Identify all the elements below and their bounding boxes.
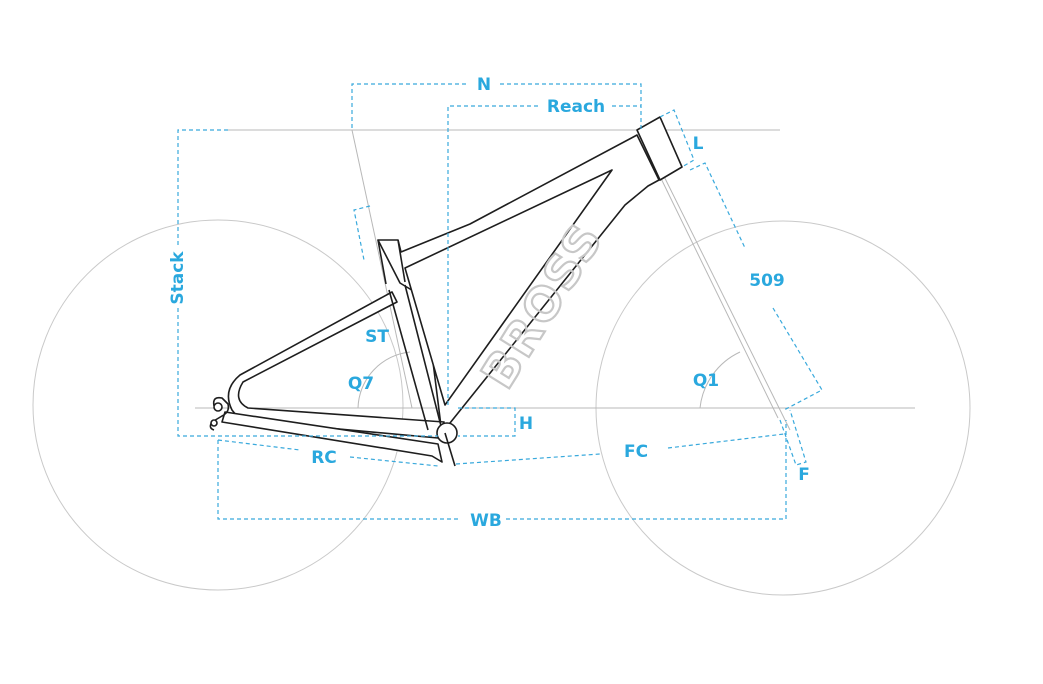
label-q7: Q7 xyxy=(348,374,374,394)
seat-angle-arc xyxy=(357,351,411,409)
seat-tube-upper xyxy=(377,239,406,285)
dim-fc xyxy=(455,433,785,465)
bb-to-ground-line xyxy=(444,432,456,467)
dim-h xyxy=(458,407,516,437)
bottom-bracket xyxy=(436,422,458,444)
head-angle-arc xyxy=(699,351,741,409)
label-fc: FC xyxy=(624,442,648,462)
seat-tube-lower xyxy=(388,284,442,431)
chainstay xyxy=(221,411,443,463)
seat-tube-axis-line xyxy=(351,129,413,409)
label-q1: Q1 xyxy=(693,371,719,391)
dim-reach xyxy=(447,105,641,405)
label-h: H xyxy=(519,414,533,434)
label-f: F xyxy=(798,465,810,485)
label-wb: WB xyxy=(470,511,502,531)
dim-st xyxy=(353,205,371,261)
label-l: L xyxy=(693,134,704,154)
label-st: ST xyxy=(365,327,389,347)
label-n: N xyxy=(477,75,491,95)
dim-l xyxy=(659,109,695,168)
label-reach: Reach xyxy=(547,97,605,117)
rear-axle xyxy=(213,402,223,412)
label-stack: Stack xyxy=(168,251,188,305)
label-fork-length: 509 xyxy=(749,271,785,291)
head-tube xyxy=(636,116,683,181)
dim-stack xyxy=(177,129,438,437)
dim-f xyxy=(779,409,807,466)
dim-fork-length xyxy=(689,162,823,411)
steering-axis-line xyxy=(640,129,791,431)
label-rc: RC xyxy=(311,448,337,468)
rear-wheel xyxy=(32,219,404,591)
dropout xyxy=(209,396,230,431)
frame-inner-cutout xyxy=(404,169,613,406)
dim-rc xyxy=(217,439,439,467)
derailleur-hanger xyxy=(210,419,218,427)
dim-n xyxy=(351,83,642,130)
fork-line xyxy=(651,159,779,419)
dim-wb xyxy=(217,420,787,520)
